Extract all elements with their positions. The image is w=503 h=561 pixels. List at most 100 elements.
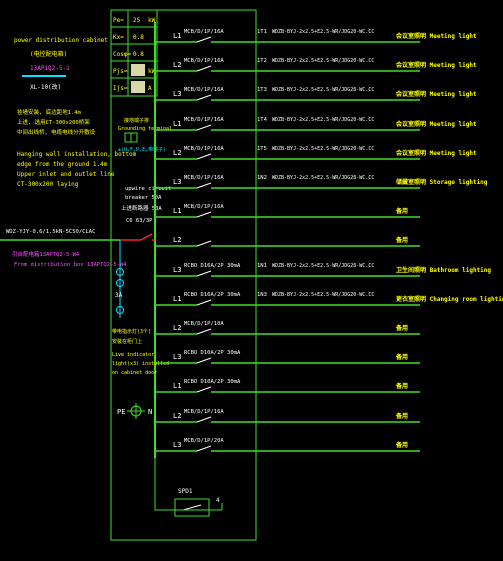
- circuit-phase: L2: [173, 61, 181, 69]
- incoming-from-cn: 引自配电箱13APTQ2-5-W4: [12, 250, 80, 258]
- circuit-phase: L1: [173, 120, 181, 128]
- circuit-no: 1T5: [257, 146, 267, 152]
- notes-cn-1: 挂墙安装, 底边距地1.4m: [17, 108, 82, 116]
- breaker-switch-icon: [196, 328, 212, 335]
- circuit-breaker: MCB/D/1P/16A: [184, 146, 224, 152]
- incoming-cable: WDZ-YJY-0.6/1.5kN-5C50/CLAC: [6, 229, 95, 235]
- incoming-line: WDZ-YJY-0.6/1.5kN-5C50/CLAC 引自配电箱13APTQ2…: [0, 229, 155, 318]
- circuit-load: 备用: [395, 324, 408, 332]
- n-label: N: [148, 408, 152, 416]
- circuit-breaker: RCBO D10A/2P 30mA: [184, 379, 241, 385]
- cabinet-title: power distribution cabinet: [14, 37, 108, 44]
- notes-cn-2: 上进, 选用CT-300x200桥架: [17, 118, 90, 126]
- circuit-cable: WDZB-BYJ-2x2.5+E2.5-WR/JDG20-WC.CC: [272, 263, 374, 269]
- breaker-switch-icon: [196, 270, 212, 277]
- pe-label: PE: [117, 408, 125, 416]
- circuit-no: 1N1: [257, 263, 267, 269]
- circuit-load: 储藏室照明 Storage lighting: [395, 178, 488, 186]
- breaker-switch-icon: [196, 94, 212, 101]
- ground-label-cn: 接地端子排: [124, 117, 149, 124]
- breaker-switch-icon: [196, 240, 212, 247]
- circuit-load: 备用: [395, 207, 408, 215]
- circuit-no: 1T3: [257, 87, 267, 93]
- circuit-cable: WDZB-BYJ-2x2.5+E2.5-WR/JDG20-WC.CC: [272, 117, 374, 123]
- circuit-cable: WDZB-BYJ-2x2.5+E2.5-WR/JDG20-WC.CC: [272, 87, 374, 93]
- circuit-breaker: MCB/D/1P/16A: [184, 409, 224, 415]
- circuit-phase: L3: [173, 266, 181, 274]
- param-value: 0.8: [133, 34, 144, 41]
- live-indicator: 带电指示灯(3个) 安装在柜门上 Live indicator light(x3…: [112, 328, 169, 419]
- breaker-switch-icon: [196, 416, 212, 423]
- circuit-breaker: MCB/D/1P/16A: [184, 204, 224, 210]
- circuit-breaker: MCB/D/1P/16A: [184, 87, 224, 93]
- breaker-switch-icon: [196, 65, 212, 72]
- circuit-breaker: RCBO D10A/2P 30mA: [184, 350, 241, 356]
- circuit-no: 1T4: [257, 117, 268, 123]
- param-label: Cosφ=: [113, 51, 131, 58]
- circuit-breaker: RCBO D16A/2P 30mA: [184, 263, 241, 269]
- indicator-en-1: Live indicator: [112, 352, 154, 358]
- breaker-en-2: breaker 50A: [125, 195, 162, 201]
- circuit-phase: L1: [173, 382, 181, 390]
- notes-en-2: edge from the ground 1.4m: [17, 161, 108, 168]
- circuit-phase: L1: [173, 32, 181, 40]
- ct-label: 3A: [115, 292, 123, 299]
- spd-label: SPD1: [178, 488, 193, 495]
- circuit-breaker: MCB/D/1P/16A: [184, 117, 224, 123]
- circuit-breaker: MCB/D/1P/10A: [184, 321, 224, 327]
- breaker-switch-icon: [196, 357, 212, 364]
- circuit-phase: L3: [173, 353, 181, 361]
- circuit-breaker: MCB/D/1P/16A: [184, 29, 224, 35]
- breaker-switch-icon: [196, 386, 212, 393]
- incoming-from-en: From distribution box 13APTQ2-5-W4: [14, 262, 127, 268]
- notes-cn-3: 中间出线桥, 电缆电线分开敷设: [17, 128, 96, 136]
- circuit-load: 更衣室照明 Changing room lighting: [396, 295, 503, 303]
- indicator-en-2: light(x3) installed: [112, 361, 169, 367]
- param-value: 25: [133, 17, 141, 24]
- indicator-cn-1: 带电指示灯(3个): [112, 328, 151, 335]
- circuit-cable: WDZB-BYJ-2x2.5+E2.5-WR/JDG20-WC.CC: [272, 58, 374, 64]
- circuit-cable: WDZB-BYJ-2x2.5+E2.5-WR/JDG20-WC.CC: [272, 292, 374, 298]
- circuit-load: 会议室照明 Meeting light: [396, 61, 477, 69]
- circuit-breaker: MCB/D/1P/16A: [184, 58, 224, 64]
- notes-en-1: Hanging wall installation, bottom: [17, 151, 137, 158]
- breaker-switch-icon: [196, 182, 212, 189]
- cabinet-frame: [110, 9, 257, 541]
- circuit-load: 备用: [395, 441, 408, 449]
- circuit-breaker: MCB/D/1P/20A: [184, 438, 224, 444]
- param-label: Pe=: [113, 17, 124, 24]
- circuit-no: 1N2: [257, 175, 267, 181]
- cabinet-title-cn: (电控配电箱): [30, 50, 67, 58]
- circuit-phase: L3: [173, 178, 181, 186]
- circuit-cable: WDZB-BYJ-2x2.5+E2.5-WR/JDG20-WC.CC: [272, 29, 374, 35]
- spd-poles: 4: [216, 497, 220, 504]
- breaker-en-1: upwire circuit: [125, 186, 171, 192]
- circuit-breaker: RCBO D16A/2P 30mA: [184, 292, 241, 298]
- param-label: Ijs=: [113, 85, 128, 92]
- param-unit: A: [148, 85, 152, 92]
- breaker-switch-icon: [196, 153, 212, 160]
- breaker-code: C6 63/3P: [126, 218, 153, 224]
- param-unit: kW: [148, 17, 156, 24]
- incoming-breaker-info: upwire circuit breaker 50A 上进断路器 50A C6 …: [121, 186, 171, 224]
- circuit-cable: WDZB-BYJ-2x2.5+E2.5-WR/JDG20-WC.CC: [272, 146, 374, 152]
- ground-code: ±(U,F,P,E,带端子): [118, 146, 166, 153]
- circuit-phase: L1: [173, 207, 181, 215]
- breaker-cn: 上进断路器 50A: [121, 204, 162, 212]
- circuit-load: 备用: [395, 236, 408, 244]
- circuit-phase: L2: [173, 236, 181, 244]
- circuit-load: 备用: [395, 382, 408, 390]
- breaker-switch-icon: [196, 124, 212, 131]
